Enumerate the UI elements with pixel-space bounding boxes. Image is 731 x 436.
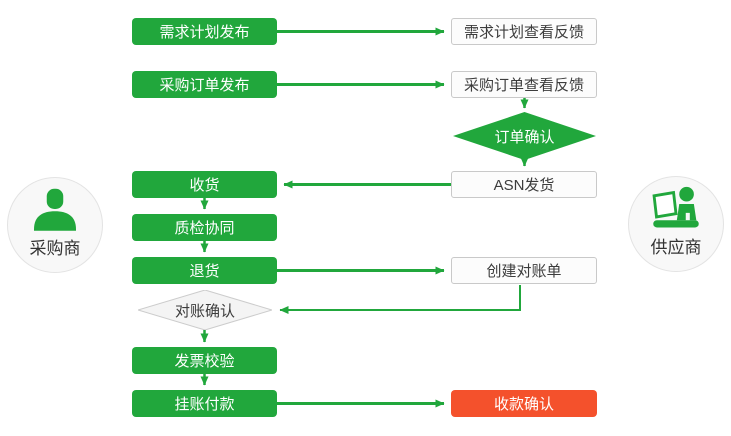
node-create-statement: 创建对账单 — [451, 257, 597, 284]
node-asn-shipment: ASN发货 — [451, 171, 597, 198]
node-receive-goods: 收货 — [132, 171, 277, 198]
node-statement-confirm: 对账确认 — [138, 290, 272, 330]
node-quality-inspection: 质检协同 — [132, 214, 277, 241]
actor-buyer: 采购商 — [7, 177, 103, 273]
diamond-label: 订单确认 — [494, 128, 555, 146]
person-icon — [31, 186, 79, 232]
actor-supplier: 供应商 — [628, 176, 724, 272]
person-at-laptop-icon — [650, 185, 702, 231]
node-demand-plan-publish: 需求计划发布 — [132, 18, 277, 45]
node-payment-on-account: 挂账付款 — [132, 390, 277, 417]
node-purchase-order-feedback: 采购订单查看反馈 — [451, 71, 597, 98]
node-demand-plan-feedback: 需求计划查看反馈 — [451, 18, 597, 45]
node-purchase-order-publish: 采购订单发布 — [132, 71, 277, 98]
actor-label: 供应商 — [650, 238, 702, 257]
node-receipt-confirm: 收款确认 — [451, 390, 597, 417]
node-order-confirm: 订单确认 — [453, 112, 596, 160]
node-invoice-check: 发票校验 — [132, 347, 277, 374]
node-return-goods: 退货 — [132, 257, 277, 284]
actor-label: 采购商 — [29, 239, 81, 258]
diamond-label: 对账确认 — [174, 302, 235, 320]
